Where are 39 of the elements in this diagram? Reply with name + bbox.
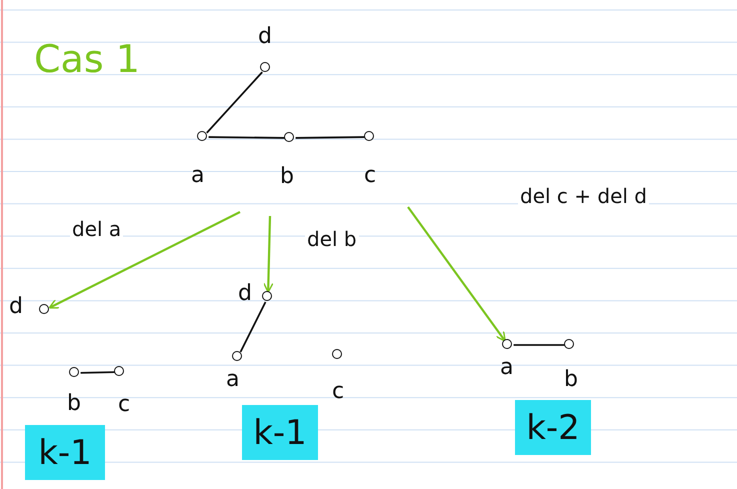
vertex-label: b (67, 393, 81, 415)
vertex-circle (332, 349, 342, 360)
graph-edge (208, 136, 284, 139)
edge-label: del a (70, 218, 124, 240)
arrow (48, 211, 240, 309)
highlighted-text: k-1 (25, 425, 105, 480)
graph-edge (296, 136, 364, 139)
vertex-circle (260, 62, 270, 72)
vertex-circle (262, 291, 272, 302)
vertex-label: d (238, 283, 252, 305)
vertex-label: d (258, 26, 272, 48)
graph-edge (514, 344, 564, 346)
arrow (407, 206, 506, 342)
vertex-label: c (332, 381, 344, 403)
vertex-circle (564, 339, 574, 350)
vertex-circle (114, 366, 124, 376)
vertex-label: c (364, 165, 376, 187)
vertex-label: b (280, 166, 294, 188)
graph-edge (206, 72, 263, 134)
vertex-label: a (226, 369, 240, 391)
edge-label: del c + del d (518, 185, 649, 207)
vertex-circle (502, 339, 512, 350)
vertex-label: a (500, 357, 514, 379)
highlighted-text: k-2 (515, 400, 591, 455)
graph-edge (80, 371, 114, 374)
vertex-circle (364, 131, 374, 142)
arrow (263, 216, 274, 294)
vertex-circle (39, 304, 50, 314)
graph-edge (240, 302, 266, 352)
vertex-label: a (191, 165, 204, 187)
vertex-circle (197, 131, 208, 142)
vertex-circle (284, 132, 294, 142)
vertex-label: b (564, 369, 578, 391)
vertex-circle (69, 367, 80, 378)
title: Cas 1 (34, 40, 140, 78)
vertex-label: d (9, 296, 23, 318)
vertex-label: c (118, 394, 130, 416)
vertex-circle (232, 351, 242, 362)
highlighted-text: k-1 (242, 405, 318, 460)
